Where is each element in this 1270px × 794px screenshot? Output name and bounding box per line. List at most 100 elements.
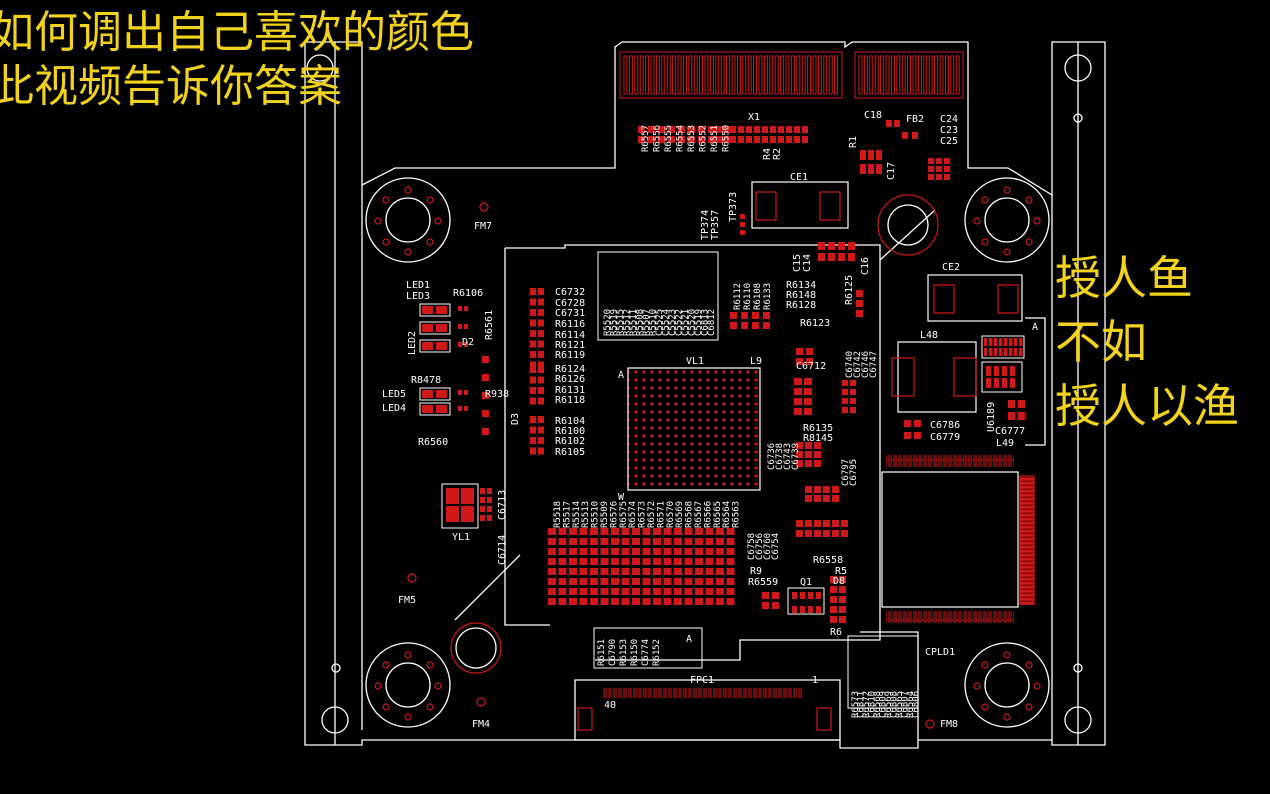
resistor-array-pad xyxy=(663,568,672,575)
connector-pad xyxy=(1019,348,1023,356)
resistor-array-pad xyxy=(642,588,651,595)
cpld-pin xyxy=(1019,533,1035,537)
bottom-r-label: R6573 xyxy=(638,501,648,528)
label-led1: LED1 xyxy=(406,280,430,291)
passive-pad xyxy=(772,592,779,599)
passive-pad xyxy=(530,298,536,306)
label-r6131: R6131 xyxy=(555,385,585,396)
u6189-pad xyxy=(1010,378,1015,388)
test-pad xyxy=(482,356,489,363)
passive-pad xyxy=(850,398,856,404)
passive-pad xyxy=(530,340,536,348)
passive-pad xyxy=(1018,400,1025,408)
bottom-r-label: R5510 xyxy=(591,501,601,528)
top-resistor-pad xyxy=(648,126,655,133)
passive-pad xyxy=(805,442,812,449)
top-resistor-pad xyxy=(786,136,792,143)
c67a-label: C6742 xyxy=(853,351,863,378)
resistor-array-pad xyxy=(663,588,672,595)
block-cpld-label: C6807 xyxy=(901,691,911,718)
label-l49: L49 xyxy=(996,438,1014,449)
top-resistor-pad xyxy=(658,126,665,133)
resistor-array-pad xyxy=(674,568,682,575)
block-cpld-label: C6806 xyxy=(912,691,922,718)
label-r6104: R6104 xyxy=(555,416,585,427)
top-resistor-pad xyxy=(794,126,800,133)
passive-pad xyxy=(832,495,839,502)
passive-pad xyxy=(830,586,837,593)
test-point xyxy=(740,222,745,227)
passive-pad xyxy=(842,407,848,413)
resistor-array-pad xyxy=(642,558,651,565)
resistor-array-pad xyxy=(726,568,735,575)
block-a-label: R6150 xyxy=(630,639,640,666)
resistor-array-pad xyxy=(569,528,577,535)
resistor-array-pad xyxy=(674,558,682,565)
c67d-label: C6758 xyxy=(747,533,757,560)
passive-pad xyxy=(530,351,536,358)
cpld-pin xyxy=(1019,537,1035,541)
passive-pad xyxy=(530,416,536,423)
resistor-array-pad xyxy=(642,598,651,605)
resistor-array-pad xyxy=(558,578,567,585)
resistor-array-pad xyxy=(726,548,735,555)
top-resistor-label: R6556 xyxy=(653,125,663,152)
resistor-array-pad xyxy=(548,588,556,595)
resistor-array-pad xyxy=(684,598,693,605)
passive-pad xyxy=(830,606,837,613)
cpld-pin xyxy=(1019,501,1035,505)
passive-pad xyxy=(796,460,803,467)
passive-pad xyxy=(538,298,544,306)
silkscreen-labels: FM7 FM5 FM4 FM8 LED1 LED3 LED2 LED5 LED4… xyxy=(382,110,1038,730)
finger-pad xyxy=(666,55,671,95)
q1-pad xyxy=(800,592,805,599)
finger-pad xyxy=(645,55,650,95)
cpld-pin xyxy=(1019,561,1035,565)
resistor-array-pad xyxy=(548,528,556,535)
cpld-pin xyxy=(1019,589,1035,593)
finger-pad xyxy=(655,55,660,95)
label-ce1: CE1 xyxy=(790,172,808,183)
resistor-array-pad xyxy=(621,568,630,575)
crystal-pad xyxy=(446,488,459,504)
passive-pad xyxy=(823,486,830,493)
passive-pad xyxy=(464,306,468,311)
finger-pad xyxy=(650,55,655,95)
passive-pad xyxy=(794,388,802,395)
passive-pad xyxy=(828,242,835,250)
passive-pad xyxy=(458,342,462,347)
label-c6713: C6713 xyxy=(497,490,508,520)
q1-pad xyxy=(808,606,813,613)
bottom-r-label: R6568 xyxy=(685,501,695,528)
led-outline xyxy=(419,303,451,317)
resistor-array-pad xyxy=(600,598,609,605)
cpld-pin xyxy=(1019,477,1035,481)
passive-pad xyxy=(530,309,536,316)
label-r6: R6 xyxy=(830,627,842,638)
passive-pad xyxy=(794,378,802,385)
passive-pad xyxy=(480,515,485,521)
label-c17: C17 xyxy=(886,162,897,180)
label-r6560: R6560 xyxy=(418,437,448,448)
passive-pad xyxy=(830,576,837,583)
finger-pad xyxy=(704,55,709,95)
passive-pad xyxy=(902,132,908,139)
label-r6124: R6124 xyxy=(555,364,585,375)
resistor-array-pad xyxy=(579,568,588,575)
resistor-array-pad xyxy=(590,528,598,535)
passive-pad xyxy=(832,486,839,493)
u6189-outline xyxy=(981,361,1023,393)
label-c6714: C6714 xyxy=(497,535,508,565)
bottom-r-label: R6576 xyxy=(609,501,619,528)
connector-pad xyxy=(1004,348,1008,356)
resistor-array-pad xyxy=(611,588,619,595)
passive-pad xyxy=(804,388,812,395)
overlay-right-line-1: 授人鱼 xyxy=(1055,251,1193,305)
label-r1: R1 xyxy=(848,136,859,148)
label-r6561: R6561 xyxy=(484,310,495,340)
finger-pad xyxy=(758,55,763,95)
finger-pad xyxy=(790,55,795,95)
resistor-array-pad xyxy=(653,578,661,585)
finger-pad xyxy=(869,55,874,95)
label-yl1-left: YL1 xyxy=(452,532,470,543)
